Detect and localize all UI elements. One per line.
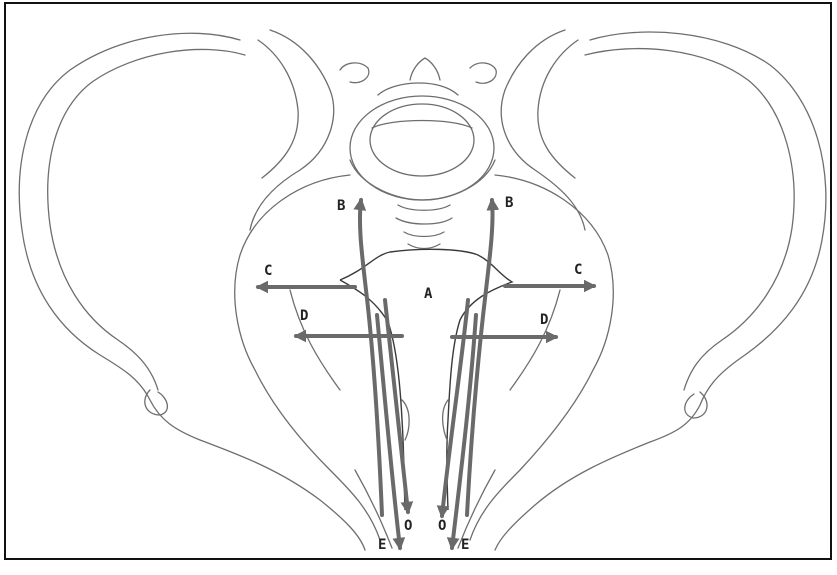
arrow-b-left [360,200,382,515]
sacral-vertebra [340,58,496,200]
label-o-left: O [404,518,412,534]
label-e-left: E [378,537,386,553]
label-d-right: D [540,312,548,328]
label-b-right: B [505,195,513,211]
label-a: A [424,286,433,302]
label-c-left: C [264,263,272,279]
coccyx [396,205,452,249]
pelvic-floor [235,175,614,548]
arrow-o-left [385,300,408,512]
label-e-right: E [461,537,469,553]
label-b-left: B [337,198,345,214]
label-o-right: O [438,518,446,534]
arrow-o-right [442,300,468,516]
left-iliac-wing [19,30,365,550]
right-iliac-wing [495,30,826,550]
label-d-left: D [300,308,308,324]
label-c-right: C [574,262,582,278]
